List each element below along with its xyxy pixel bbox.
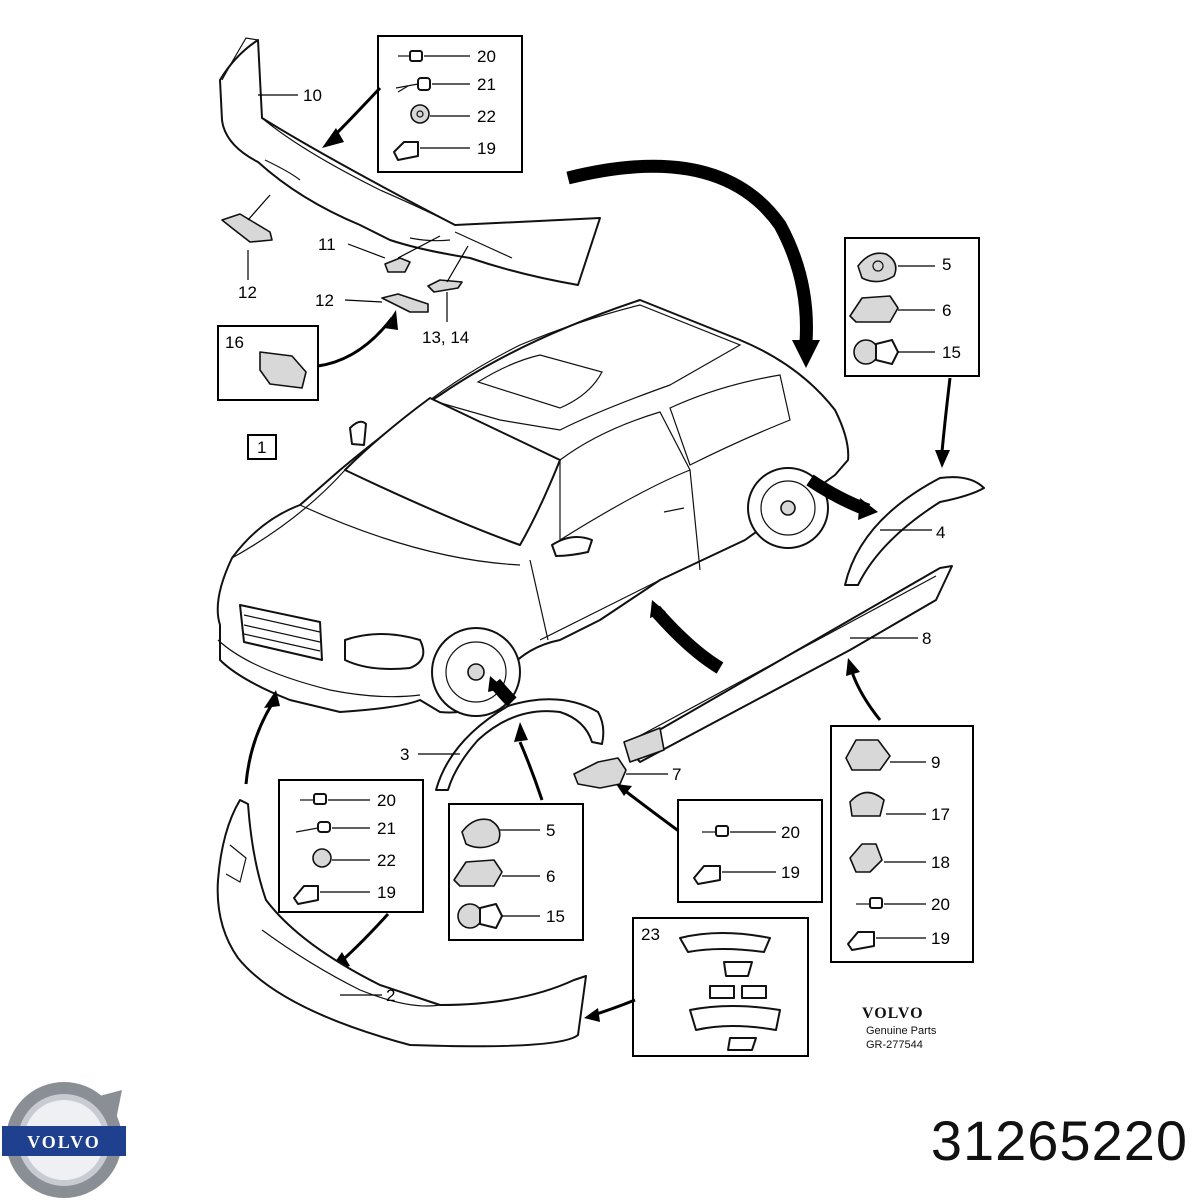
logo-wordmark: VOLVO xyxy=(27,1132,101,1152)
callout-10: 10 xyxy=(303,86,322,105)
reference-code: GR-277544 xyxy=(866,1039,923,1051)
push-pin-icon xyxy=(457,903,540,929)
box-right-clips-bottom: 9 17 18 20 19 xyxy=(830,725,974,963)
fastener-label: 21 xyxy=(377,819,396,838)
wordmark-small: VOLVO xyxy=(862,1005,924,1022)
bracket-11 xyxy=(384,257,411,273)
rear-bumper-part xyxy=(219,37,601,286)
fastener-label: 19 xyxy=(477,139,496,158)
push-rivet-icon xyxy=(849,843,926,873)
foam-block-icon xyxy=(259,351,307,389)
clip-holder-icon xyxy=(849,295,935,323)
clip-label: 17 xyxy=(931,805,950,824)
fastener-label: 19 xyxy=(377,883,396,902)
clip-label: 6 xyxy=(942,301,951,320)
clip-nut-icon xyxy=(693,865,776,885)
screw-icon xyxy=(856,897,926,909)
box-mid-clips-bottom: 5 6 15 xyxy=(448,803,584,941)
box-23: 23 xyxy=(632,917,809,1057)
fastener-label: 19 xyxy=(781,863,800,882)
volvo-logo: VOLVO xyxy=(2,1082,126,1198)
clip-nut-icon xyxy=(847,931,926,951)
box-sill-fasteners: 20 19 xyxy=(677,799,823,903)
clip-label: 20 xyxy=(931,895,950,914)
callout-13-14: 13, 14 xyxy=(422,328,469,347)
side-sill-part xyxy=(627,565,953,763)
push-pin-icon xyxy=(853,339,935,365)
screw-icon xyxy=(295,821,370,833)
callout-3: 3 xyxy=(400,745,409,764)
clip-label: 5 xyxy=(942,255,951,274)
fastener-label: 20 xyxy=(477,47,496,66)
grommet-icon xyxy=(857,252,935,283)
box-top-fasteners: 20 21 22 19 xyxy=(377,35,523,173)
screw-icon xyxy=(702,825,776,837)
car-illustration xyxy=(216,299,850,717)
fastener-label: 21 xyxy=(477,75,496,94)
fastener-label: 20 xyxy=(781,823,800,842)
sill-end-cap-part xyxy=(573,757,627,789)
clip-label: 5 xyxy=(546,821,555,840)
part-number: 31265220 xyxy=(930,1109,1188,1172)
clip-label: 15 xyxy=(942,343,961,362)
box-left-fasteners-bottom: 20 21 22 19 xyxy=(278,779,424,913)
tree-clip-icon xyxy=(849,791,926,817)
fastener-label: 22 xyxy=(377,851,396,870)
main-assembly-label: 1 xyxy=(257,438,266,457)
bracket-12-upper xyxy=(221,213,273,243)
rear-wheel-arch-part xyxy=(844,476,985,586)
clip-holder-icon xyxy=(453,859,540,887)
fastener-label: 22 xyxy=(477,107,496,126)
clip-label: 19 xyxy=(931,929,950,948)
callout-4-visible: 4 xyxy=(936,523,945,542)
screw-icon xyxy=(398,50,470,62)
washer-icon xyxy=(312,848,370,868)
box-right-clips-top: 5 6 15 xyxy=(844,237,980,377)
reflector-13-14 xyxy=(427,279,463,293)
fastener-label: 20 xyxy=(377,791,396,810)
clip-label: 18 xyxy=(931,853,950,872)
box-16: 16 xyxy=(217,325,319,401)
clip-nut-icon xyxy=(293,885,370,905)
clip-nut-icon xyxy=(393,141,470,161)
callout-7: 7 xyxy=(672,765,681,784)
screw-icon xyxy=(300,793,370,805)
genuine-parts-text: Genuine Parts xyxy=(866,1025,937,1037)
clip-label: 6 xyxy=(546,867,555,886)
trim-clip-icon xyxy=(845,739,926,771)
clip-label: 9 xyxy=(931,753,940,772)
clip-label: 15 xyxy=(546,907,565,926)
callout-12-lower: 12 xyxy=(315,291,334,310)
screw-icon xyxy=(395,77,470,93)
washer-icon xyxy=(410,104,470,124)
callout-11: 11 xyxy=(318,235,336,254)
callout-12-upper: 12 xyxy=(238,283,257,302)
bracket-12-lower xyxy=(381,293,429,313)
front-wheel-arch-part xyxy=(435,698,605,791)
box-23-label: 23 xyxy=(641,925,660,944)
grommet-icon xyxy=(461,818,540,849)
callout-2: 2 xyxy=(386,986,395,1005)
volvo-genuine-parts-block: VOLVO Genuine Parts GR-277544 xyxy=(862,1005,937,1051)
callout-8: 8 xyxy=(922,629,931,648)
front-bumper-part xyxy=(216,799,587,1048)
box-16-label: 16 xyxy=(225,333,244,352)
